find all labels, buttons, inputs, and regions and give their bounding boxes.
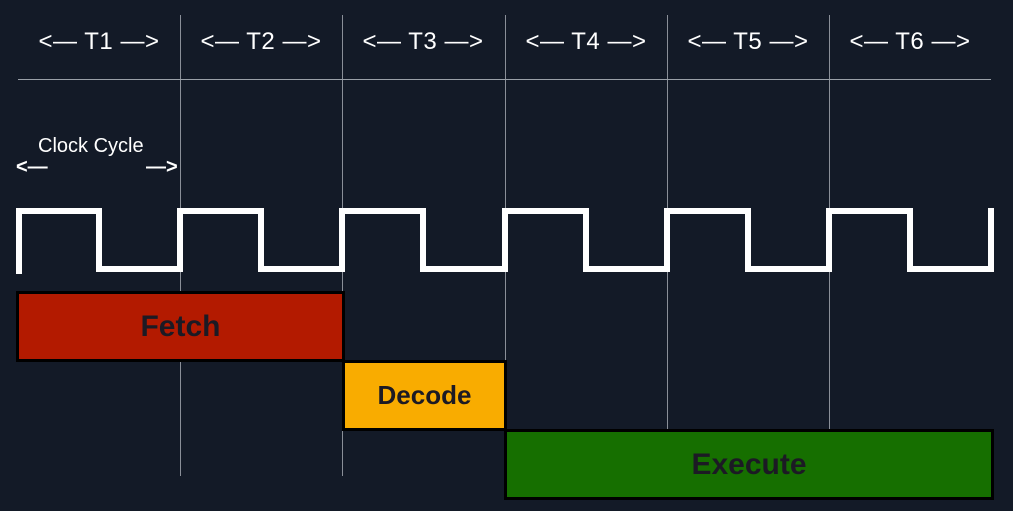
time-slot-label-t1: <— T1 —> — [38, 28, 160, 55]
arrow-right-icon: —> — [146, 156, 178, 178]
stage-decode: Decode — [342, 360, 507, 431]
stage-execute: Execute — [504, 429, 994, 500]
stage-fetch: Fetch — [16, 291, 345, 362]
stage-fetch-label: Fetch — [140, 309, 221, 343]
time-slot-label-t5: <— T5 —> — [687, 28, 809, 55]
stage-execute-label: Execute — [691, 447, 807, 481]
time-slot-label-t2: <— T2 —> — [200, 28, 322, 55]
time-slot-label-t4: <— T4 —> — [525, 28, 647, 55]
time-slot-label-t6: <— T6 —> — [849, 28, 971, 55]
stage-decode-label: Decode — [377, 380, 472, 410]
clock-cycle-label: Clock Cycle — [38, 135, 144, 157]
header-separator — [18, 79, 991, 80]
arrow-left-icon: <— — [16, 156, 48, 178]
time-slot-label-t3: <— T3 —> — [362, 28, 484, 55]
